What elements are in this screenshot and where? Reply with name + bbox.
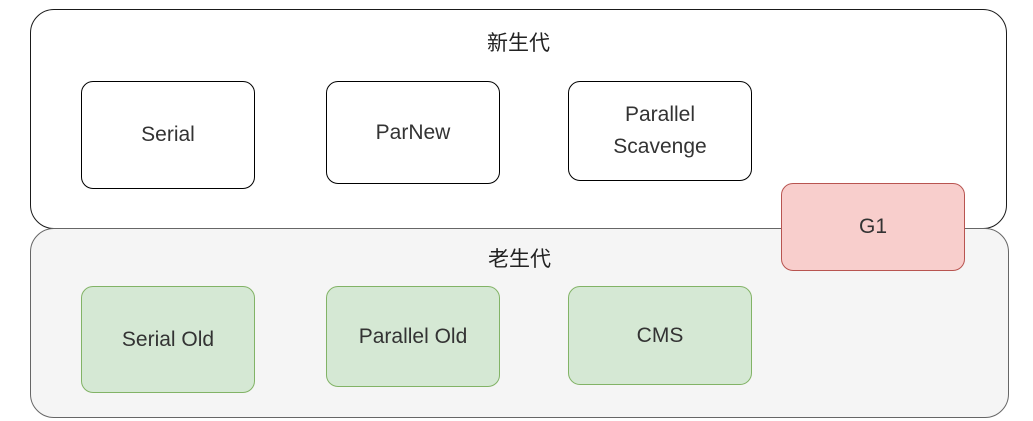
collector-parallel-old: Parallel Old bbox=[326, 286, 500, 387]
collector-serial-old: Serial Old bbox=[81, 286, 255, 393]
old-generation-title: 老生代 bbox=[488, 247, 551, 271]
collector-parallel-scavenge: Parallel Scavenge bbox=[568, 81, 752, 181]
collector-cms: CMS bbox=[568, 286, 752, 385]
young-generation-title: 新生代 bbox=[487, 31, 550, 55]
collector-serial: Serial bbox=[81, 81, 255, 189]
collector-parnew: ParNew bbox=[326, 81, 500, 184]
collector-g1: G1 bbox=[781, 183, 965, 271]
